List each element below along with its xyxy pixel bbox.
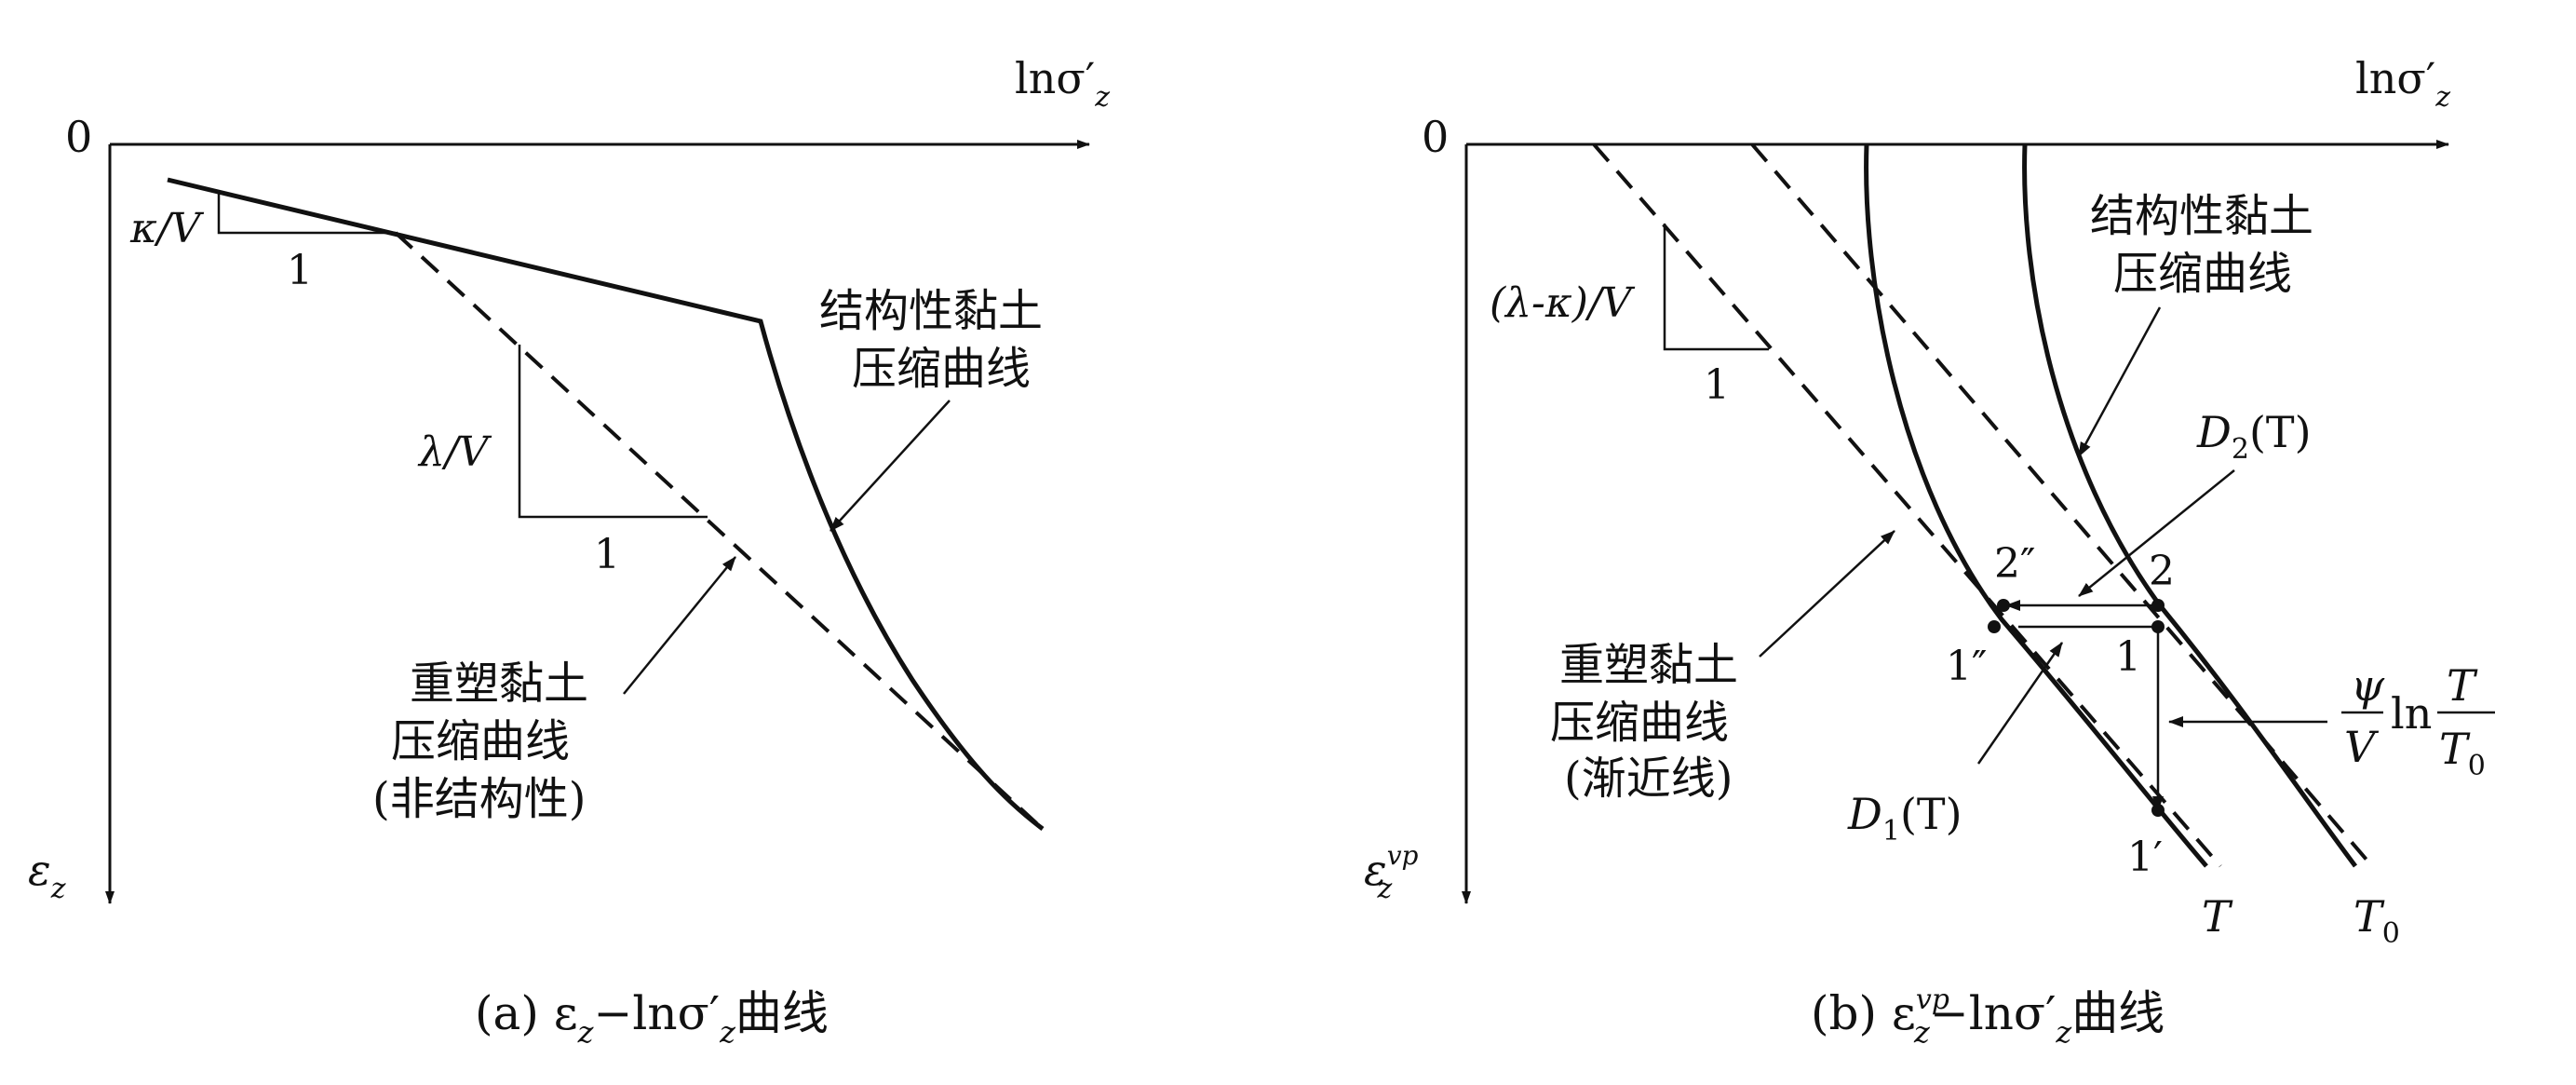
panel-b-slope-label: (λ-κ)/V bbox=[1490, 279, 1636, 327]
panel-a-remolded-curve bbox=[394, 231, 1045, 831]
panel-b-structured-leader bbox=[2077, 306, 2162, 457]
panel-b-remolded-leader bbox=[1759, 530, 1895, 658]
panel-b-point-1pp-label: 1″ bbox=[1946, 643, 1987, 690]
panel-b-origin-label: 0 bbox=[1422, 112, 1449, 162]
panel-b-d1-leader bbox=[1976, 642, 2064, 765]
panel-a-kappa-run: 1 bbox=[287, 247, 313, 294]
panel-a-lambda-run: 1 bbox=[594, 531, 620, 578]
panel-b-point-2 bbox=[2151, 599, 2165, 612]
panel-b-formula-num: ψ bbox=[2351, 660, 2385, 711]
panel-b-remolded-label-line3: (渐近线) bbox=[1564, 753, 1733, 805]
panel-b-x-axis-label: lnσ′z bbox=[2355, 53, 2450, 114]
panel-a-y-axis-label: εz bbox=[28, 845, 66, 905]
panel-a-lambda-label: λ/V bbox=[417, 428, 492, 476]
panel-a-structured-label-line1: 结构性黏土 bbox=[819, 285, 1043, 337]
panel-b-structured-label-line2: 压缩曲线 bbox=[2113, 248, 2292, 300]
panel-b-remolded-label-line2: 压缩曲线 bbox=[1550, 697, 1729, 749]
panel-b-d2-label: D2(T) bbox=[2196, 407, 2312, 466]
panel-b-slope-run: 1 bbox=[1704, 361, 1730, 409]
panel-b-point-1pp bbox=[1988, 620, 2001, 633]
panel-b-asymptote-T bbox=[1592, 142, 2222, 868]
panel-b-curve-T bbox=[1864, 143, 2208, 868]
panel-b-curve-T0 bbox=[2022, 143, 2358, 868]
panel-b-point-1p-label: 1′ bbox=[2127, 834, 2163, 881]
panel-a-caption: (a) εz−lnσ′z曲线 bbox=[475, 986, 829, 1050]
panel-b-point-1-label: 1 bbox=[2115, 633, 2141, 681]
panel-a-kappa-label: κ/V bbox=[129, 205, 205, 252]
panel-a-kappa-triangle bbox=[217, 194, 396, 235]
panel-b-d1-label: D1(T) bbox=[1847, 789, 1962, 848]
panel-b-structured-label-line1: 结构性黏土 bbox=[2090, 190, 2313, 242]
panel-a-remolded-label-line3: (非结构性) bbox=[372, 773, 586, 825]
panel-a-structured-leader bbox=[829, 400, 951, 532]
panel-a-x-axis-label: lnσ′z bbox=[1015, 53, 1110, 114]
panel-b-d2-leader bbox=[2078, 469, 2235, 597]
panel-b-formula-T0: T0 bbox=[2439, 724, 2486, 782]
panel-b-point-2pp bbox=[1997, 599, 2010, 612]
panel-b-curve-T0-label: T0 bbox=[2353, 891, 2400, 950]
panel-b-point-1 bbox=[2151, 620, 2165, 633]
panel-b-point-2pp-label: 2″ bbox=[1994, 540, 2035, 588]
panel-a-remolded-leader bbox=[623, 556, 736, 695]
panel-b-point-1p bbox=[2151, 804, 2165, 817]
panel-a-remolded-label-line1: 重塑黏土 bbox=[410, 658, 588, 710]
panel-b-formula-den: V bbox=[2344, 722, 2380, 772]
panel-a-origin-label: 0 bbox=[65, 112, 92, 162]
panel-b-remolded-label-line1: 重塑黏土 bbox=[1559, 639, 1738, 691]
panel-b-curve-T-label: T bbox=[2202, 891, 2233, 942]
panel-b-slope-triangle bbox=[1663, 224, 1769, 351]
panel-a-remolded-label-line2: 压缩曲线 bbox=[391, 715, 570, 767]
panel-b-formula-ln: ln bbox=[2391, 688, 2432, 739]
panel-a-structured-label-line2: 压缩曲线 bbox=[852, 343, 1031, 395]
panel-b-formula: ψ V ln T T0 bbox=[2341, 660, 2495, 782]
panel-b-point-2-label: 2 bbox=[2149, 548, 2175, 595]
panel-b-formula-T: T bbox=[2447, 660, 2478, 711]
panel-a-lambda-triangle bbox=[518, 345, 708, 519]
panel-a: 0 lnσ′z εz κ/V 1 λ/V 1 结构性黏土 压缩曲线 重塑黏土 压… bbox=[28, 53, 1110, 1050]
